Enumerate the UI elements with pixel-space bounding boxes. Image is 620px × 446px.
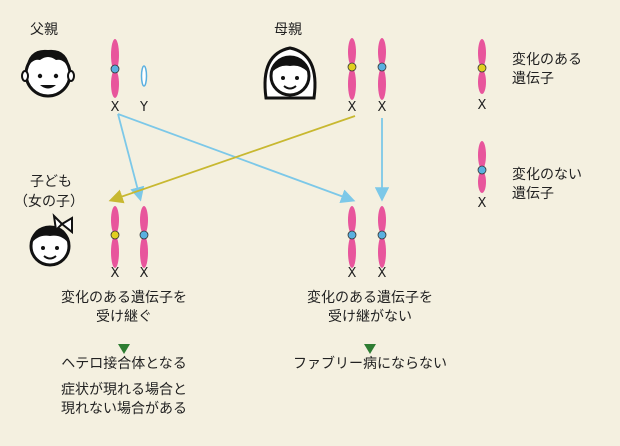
mother-x2-label: X — [377, 100, 387, 115]
left-outcome-line2: 受け継ぐ — [96, 309, 152, 325]
left-result-line2: 症状が現れる場合と — [61, 382, 187, 398]
father-label: 父親 — [30, 22, 58, 38]
left-outcome-line1: 変化のある遺伝子を — [61, 290, 187, 306]
legend-unchanged-line1: 変化のない — [512, 167, 582, 183]
right-child-x1-label: X — [347, 266, 357, 281]
father-x-label: X — [110, 100, 120, 115]
father-x-to-left-child-arrow — [117, 113, 145, 202]
mother-x1-label: X — [347, 100, 357, 115]
mother-x-chromosome-changed — [347, 38, 357, 100]
right-result-line1: ファブリー病にならない — [293, 356, 447, 372]
left-child-x1-label: X — [110, 266, 120, 281]
left-child-x2-label: X — [139, 266, 149, 281]
mother-x-to-left-child-arrow — [108, 115, 356, 204]
left-child-x-chromosome-changed — [110, 206, 120, 268]
legend-changed-x-label: X — [477, 98, 487, 113]
mother-x-chromosome-normal — [377, 38, 387, 100]
left-child-x-chromosome-normal — [139, 206, 149, 268]
mother-label: 母親 — [274, 22, 302, 38]
right-child-x-chromosome-2 — [377, 206, 387, 268]
right-outcome-line1: 変化のある遺伝子を — [307, 290, 433, 306]
left-result-triangle-icon — [118, 344, 130, 354]
daughter-face-icon — [29, 213, 73, 267]
left-result-line1: ヘテロ接合体となる — [61, 356, 187, 372]
father-y-chromosome — [140, 65, 148, 87]
legend-changed-line2: 遺伝子 — [512, 71, 554, 87]
right-child-x-chromosome-1 — [347, 206, 357, 268]
mother-face-icon — [263, 46, 317, 100]
legend-changed-line1: 変化のある — [512, 52, 582, 68]
legend-unchanged-x-label: X — [477, 196, 487, 211]
legend-changed-chromosome — [477, 39, 487, 94]
legend-unchanged-line2: 遺伝子 — [512, 186, 554, 202]
child-label: 子ども — [30, 174, 72, 190]
right-outcome-line2: 受け継がない — [328, 309, 412, 325]
father-face-icon — [21, 49, 75, 98]
right-result-triangle-icon — [364, 344, 376, 354]
legend-unchanged-chromosome — [477, 141, 487, 193]
left-result-line3: 現れない場合がある — [61, 401, 187, 417]
right-child-x2-label: X — [377, 266, 387, 281]
child-sublabel: （女の子） — [14, 194, 84, 210]
father-x-chromosome — [110, 39, 120, 98]
father-y-label: Y — [140, 100, 148, 115]
